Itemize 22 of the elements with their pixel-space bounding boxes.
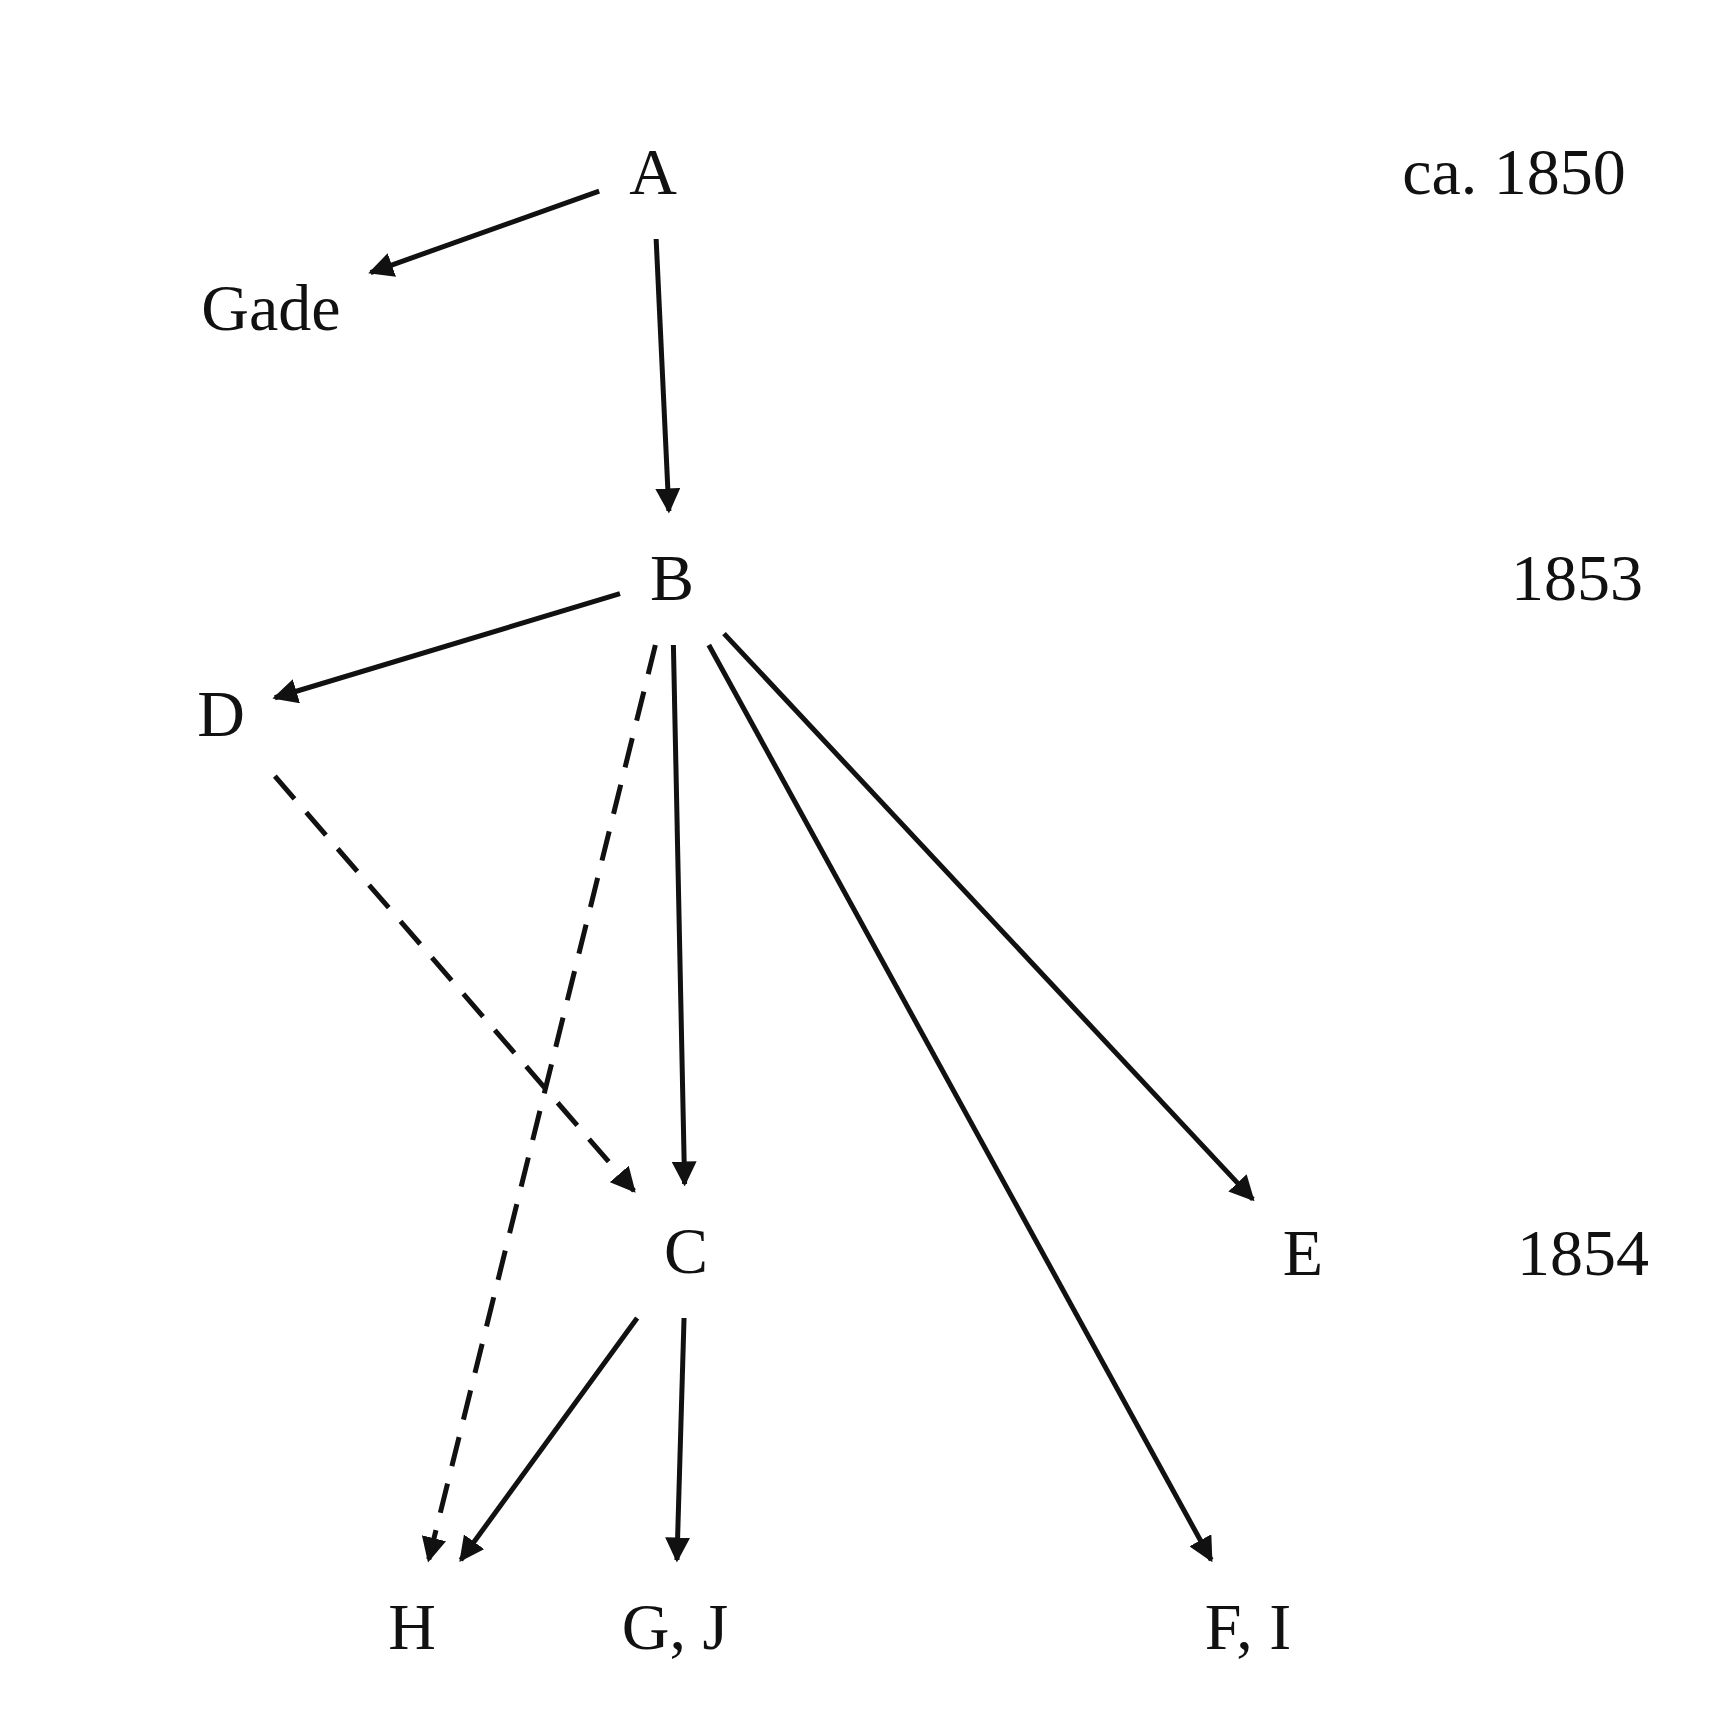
arrow xyxy=(670,644,697,1187)
arrow xyxy=(722,631,1255,1202)
arrow xyxy=(665,1317,691,1563)
arrow xyxy=(706,643,1214,1563)
node-label: G, J xyxy=(591,1560,759,1694)
arrow xyxy=(368,188,600,277)
node-label: C xyxy=(634,1184,738,1318)
node-label: H xyxy=(358,1560,466,1694)
arrow xyxy=(272,591,621,704)
node-label: D xyxy=(167,647,275,781)
year-label: ca. 1850 xyxy=(1402,139,1626,205)
year-label: 1853 xyxy=(1511,545,1643,611)
node-label: A xyxy=(599,105,707,239)
year-label: 1854 xyxy=(1517,1220,1649,1286)
node-label: B xyxy=(620,511,724,645)
dashed-arrow xyxy=(421,644,658,1563)
arrow xyxy=(458,1316,640,1562)
node-label: Gade xyxy=(171,241,371,375)
node-label: F, I xyxy=(1174,1560,1322,1694)
node-label: E xyxy=(1252,1186,1354,1320)
arrow xyxy=(653,238,681,514)
dashed-arrow xyxy=(272,774,636,1193)
